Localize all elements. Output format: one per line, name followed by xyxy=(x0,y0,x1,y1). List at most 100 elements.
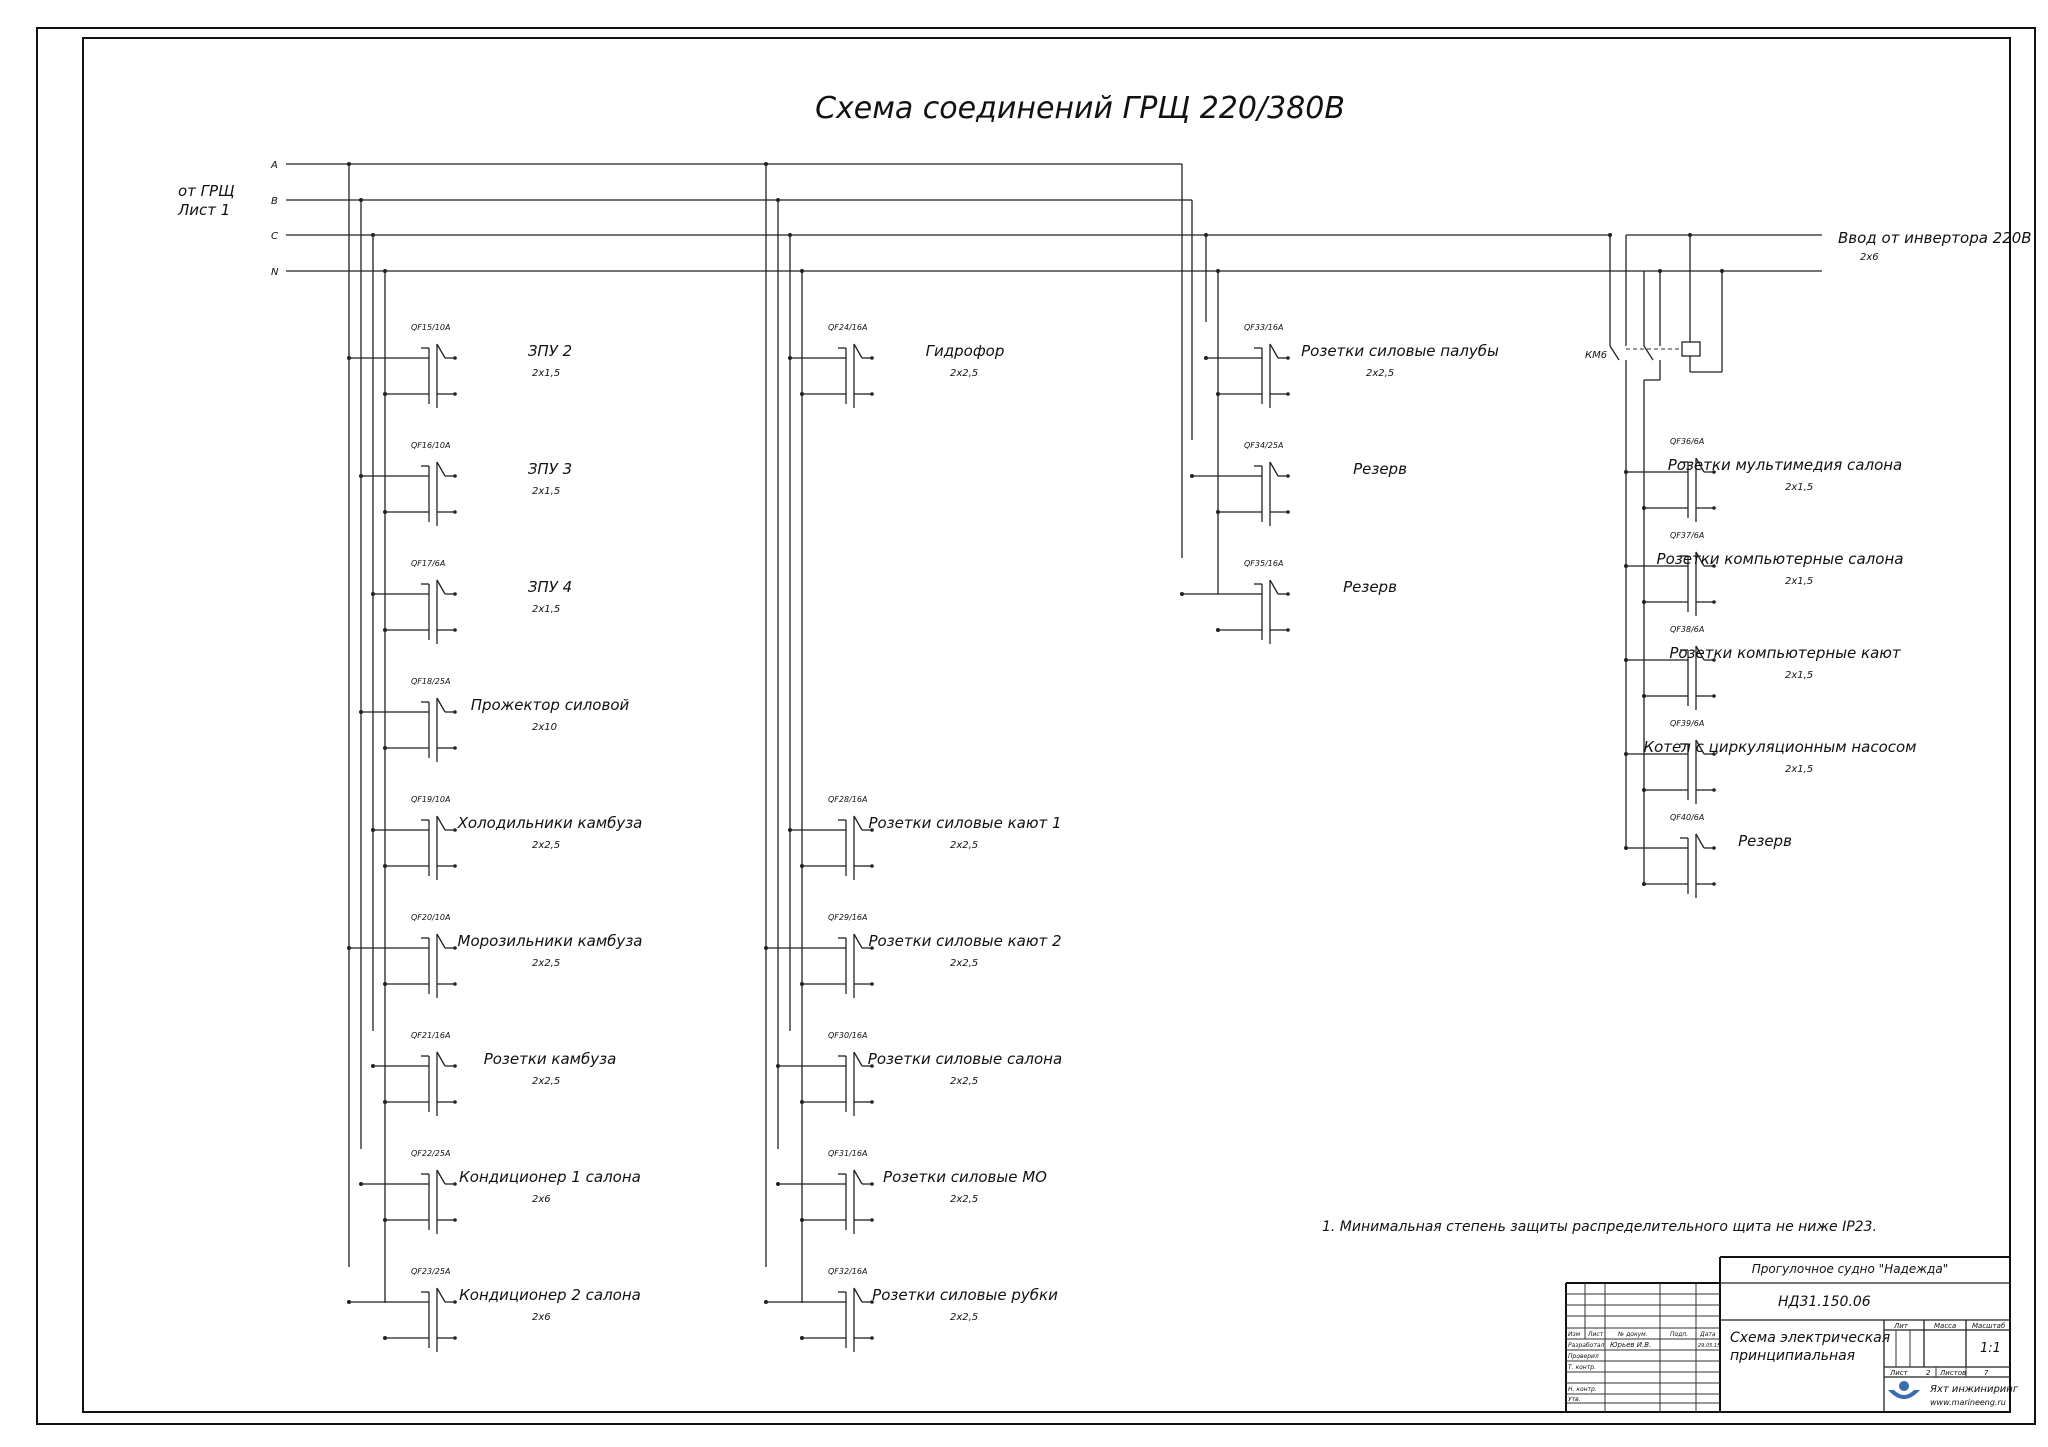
breaker-id: QF22/25A xyxy=(411,1149,450,1158)
inverter-cable: 2х6 xyxy=(1860,252,1879,263)
cable-spec: 2х1,5 xyxy=(1785,764,1813,775)
cable-spec: 2х2,5 xyxy=(532,1076,560,1087)
breaker-id: QF21/16A xyxy=(411,1031,450,1040)
source-label-line2: Лист 1 xyxy=(177,201,230,219)
inverter-input xyxy=(1608,233,1822,886)
breaker-id: QF30/16A xyxy=(828,1031,867,1040)
tb-row-ncontrol: Н. контр. xyxy=(1568,1386,1597,1393)
sheets-label: Листов xyxy=(1939,1369,1966,1377)
tb-row-developer: Разработал xyxy=(1568,1342,1605,1349)
bus-label-c: C xyxy=(271,231,278,242)
cable-spec: 2х1,5 xyxy=(532,486,560,497)
vessel-name: Прогулочное судно "Надежда" xyxy=(1752,1262,1948,1276)
cable-spec: 2х1,5 xyxy=(532,368,560,379)
cable-spec: 2х2,5 xyxy=(950,1194,978,1205)
cable-spec: 2х2,5 xyxy=(532,958,560,969)
breaker-id: QF15/10A xyxy=(411,323,450,332)
breaker-qf21-16a: QF21/16A Розетки камбуза 2х2,5 xyxy=(371,1031,616,1116)
cable-spec: 2х6 xyxy=(532,1194,551,1205)
load-name: Холодильники камбуза xyxy=(457,814,643,832)
load-name: Розетки мультимедия салона xyxy=(1668,456,1903,474)
load-name: Розетки камбуза xyxy=(484,1050,617,1068)
breaker-qf16-10a: QF16/10A ЗПУ 3 2х1,5 xyxy=(359,441,572,526)
load-name: Розетки силовые МО xyxy=(883,1168,1047,1186)
bus-label-b: B xyxy=(271,196,278,207)
breaker-id: QF18/25A xyxy=(411,677,450,686)
load-name: Кондиционер 1 салона xyxy=(459,1168,641,1186)
tb-row-approved: Утв. xyxy=(1568,1396,1581,1403)
outer-frame xyxy=(36,27,2036,1425)
drawing-frame xyxy=(82,37,2011,1413)
breaker-qf17-6a: QF17/6A ЗПУ 4 2х1,5 xyxy=(371,559,572,644)
breaker-id: QF17/6A xyxy=(411,559,445,568)
tb-header-list: Лист xyxy=(1587,1331,1604,1338)
inverter-label: Ввод от инвертора 220В xyxy=(1838,229,2032,247)
contactor-label: КМ6 xyxy=(1585,350,1607,361)
load-name: Морозильники камбуза xyxy=(458,932,643,950)
cable-spec: 2х6 xyxy=(532,1312,551,1323)
diagram-title: Схема соединений ГРЩ 220/380В xyxy=(815,91,1345,126)
main-busbars xyxy=(286,163,1822,272)
breaker-id: QF20/10A xyxy=(411,913,450,922)
cable-spec: 2х2,5 xyxy=(950,368,978,379)
logo-gear-icon xyxy=(1899,1381,1909,1391)
load-name: Резерв xyxy=(1353,460,1407,478)
breaker-qf30-16a: QF30/16A Розетки силовые салона 2х2,5 xyxy=(776,1031,1062,1116)
tb-header-doc: № докум. xyxy=(1617,1331,1648,1338)
breaker-qf15-10a: QF15/10A ЗПУ 2 2х1,5 xyxy=(347,323,572,408)
breaker-id: QF29/16A xyxy=(828,913,867,922)
load-name: ЗПУ 2 xyxy=(528,342,572,360)
source-label-line1: от ГРЩ xyxy=(178,182,235,200)
cable-spec: 2х2,5 xyxy=(950,1076,978,1087)
lit-label: Лит xyxy=(1893,1322,1909,1330)
load-name: Гидрофор xyxy=(926,342,1005,360)
load-name: Розетки силовые салона xyxy=(868,1050,1062,1068)
sheet-label: Лист xyxy=(1889,1369,1909,1377)
cable-spec: 2х2,5 xyxy=(950,840,978,851)
breaker-id: QF32/16A xyxy=(828,1267,867,1276)
company-name: Яхт инжиниринг xyxy=(1929,1384,2019,1395)
breaker-id: QF36/6A xyxy=(1670,437,1704,446)
load-name: Розетки силовые палубы xyxy=(1301,342,1499,360)
cable-spec: 2х2,5 xyxy=(1366,368,1394,379)
load-name: Розетки силовые кают 1 xyxy=(868,814,1061,832)
load-name: Прожектор силовой xyxy=(471,696,630,714)
load-name: Розетки силовые рубки xyxy=(872,1286,1058,1304)
company-website: www.marineeng.ru xyxy=(1930,1398,2006,1407)
tb-date: 29.05.15 xyxy=(1698,1343,1720,1349)
sheet-number: 2 xyxy=(1926,1369,1931,1377)
tb-row-tcontrol: Т. контр. xyxy=(1568,1364,1596,1371)
load-name: Котел с циркуляционным насосом xyxy=(1643,738,1916,756)
breaker-id: QF16/10A xyxy=(411,441,450,450)
load-name: Розетки силовые кают 2 xyxy=(868,932,1061,950)
cable-spec: 2х10 xyxy=(532,722,557,733)
cable-spec: 2х1,5 xyxy=(1785,482,1813,493)
sheets-total: 7 xyxy=(1984,1369,1989,1377)
breaker-qf22-25a: QF22/25A Кондиционер 1 салона 2х6 xyxy=(359,1149,641,1234)
breaker-qf18-25a: QF18/25A Прожектор силовой 2х10 xyxy=(359,677,630,762)
cable-spec: 2х1,5 xyxy=(532,604,560,615)
mass-label: Масса xyxy=(1934,1322,1956,1330)
load-name: ЗПУ 3 xyxy=(528,460,572,478)
load-name: Кондиционер 2 салона xyxy=(459,1286,641,1304)
document-code: НД31.150.06 xyxy=(1778,1294,1871,1310)
breaker-id: QF37/6A xyxy=(1670,531,1704,540)
breaker-id: QF40/6A xyxy=(1670,813,1704,822)
load-name: ЗПУ 4 xyxy=(528,578,572,596)
breaker-id: QF33/16A xyxy=(1244,323,1283,332)
cable-spec: 2х1,5 xyxy=(1785,670,1813,681)
breaker-qf33-16a: QF33/16A Розетки силовые палубы 2х2,5 xyxy=(1204,323,1499,408)
cable-spec: 2х1,5 xyxy=(1785,576,1813,587)
